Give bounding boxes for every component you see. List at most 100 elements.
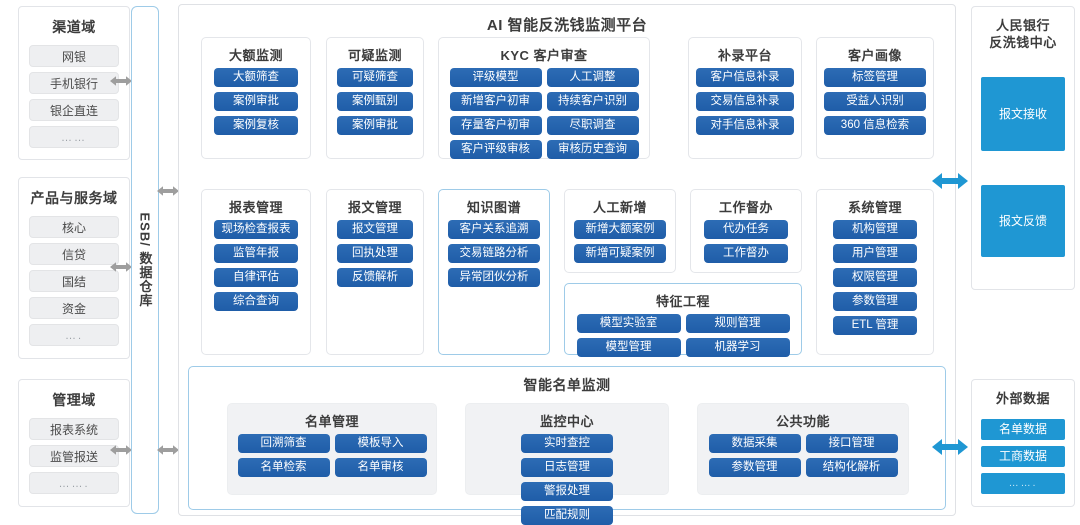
module-title: 报文管理: [347, 200, 402, 215]
domain-item[interactable]: 报表系统: [29, 418, 119, 440]
external-data-item[interactable]: 名单数据: [981, 419, 1065, 440]
module-button[interactable]: 规则管理: [685, 314, 790, 333]
module-button[interactable]: 新增客户初审: [449, 92, 542, 111]
module-button[interactable]: 警报处理: [521, 482, 613, 501]
module-button[interactable]: 代办任务: [704, 220, 788, 239]
module-button[interactable]: 人工调整: [546, 68, 639, 87]
module-button[interactable]: 日志管理: [521, 458, 613, 477]
module-button[interactable]: 尽职调查: [546, 116, 639, 135]
domain-item[interactable]: 信贷: [29, 243, 119, 265]
domain-item[interactable]: 手机银行: [29, 72, 119, 94]
domain-item[interactable]: 监管报送: [29, 445, 119, 467]
domain-title: 产品与服务域: [30, 190, 118, 206]
module-button[interactable]: 受益人识别: [824, 92, 926, 111]
module-button[interactable]: 现场检查报表: [214, 220, 298, 239]
domain-item-more[interactable]: …….: [29, 472, 119, 494]
module-title: 监控中心: [539, 414, 594, 429]
module-title: 人工新增: [592, 200, 647, 215]
module-title: 系统管理: [847, 200, 902, 215]
domain-item-more[interactable]: ….: [29, 324, 119, 346]
module-button[interactable]: 360 信息检索: [824, 116, 926, 135]
module-button[interactable]: 监管年报: [214, 244, 298, 263]
module-title: 大额监测: [228, 48, 283, 63]
domain-item[interactable]: 国结: [29, 270, 119, 292]
module-button[interactable]: 模型实验室: [576, 314, 681, 333]
list-group-title: 智能名单监测: [523, 377, 611, 393]
domain-item[interactable]: 网银: [29, 45, 119, 67]
module-button[interactable]: 综合查询: [214, 292, 298, 311]
module-button[interactable]: 匹配规则: [521, 506, 613, 525]
arrow-product-to-esb: [110, 260, 132, 274]
domain-item[interactable]: 银企直连: [29, 99, 119, 121]
domain-panel-management: 管理域 报表系统 监管报送 …….: [18, 379, 130, 507]
module-button[interactable]: 数据采集: [708, 434, 801, 453]
module-button[interactable]: 客户评级审核: [449, 140, 542, 159]
module-button[interactable]: ETL 管理: [833, 316, 917, 335]
esb-label: ESB/ 数据仓库: [137, 212, 153, 308]
module-feature-engineering: 特征工程 模型实验室 规则管理 模型管理 机器学习: [564, 283, 802, 357]
module-button[interactable]: 案例甄别: [337, 92, 413, 111]
module-title: 客户画像: [847, 48, 902, 63]
module-button[interactable]: 参数管理: [833, 292, 917, 311]
module-button[interactable]: 客户关系追溯: [448, 220, 540, 239]
domain-item[interactable]: 资金: [29, 297, 119, 319]
module-button[interactable]: 审核历史查询: [546, 140, 639, 159]
module-report-management: 报表管理 现场检查报表 监管年报 自律评估 综合查询: [201, 189, 311, 355]
module-button[interactable]: 存量客户初审: [449, 116, 542, 135]
module-button[interactable]: 对手信息补录: [696, 116, 794, 135]
arrow-esb-to-platform-bottom: [157, 443, 179, 457]
module-button[interactable]: 用户管理: [833, 244, 917, 263]
module-button[interactable]: 交易信息补录: [696, 92, 794, 111]
domain-item-more[interactable]: ……: [29, 126, 119, 148]
module-button[interactable]: 参数管理: [708, 458, 801, 477]
domain-title: 渠道域: [52, 19, 96, 35]
module-button[interactable]: 可疑筛查: [337, 68, 413, 87]
module-button[interactable]: 标签管理: [824, 68, 926, 87]
module-kyc-customer-review: KYC 客户审查 评级模型 人工调整 新增客户初审 持续客户识别 存量客户初审 …: [438, 37, 650, 159]
module-button[interactable]: 持续客户识别: [546, 92, 639, 111]
module-button[interactable]: 案例审批: [214, 92, 298, 111]
module-button[interactable]: 模板导入: [334, 434, 427, 453]
module-button[interactable]: 名单审核: [334, 458, 427, 477]
module-button[interactable]: 结构化解析: [805, 458, 898, 477]
module-button[interactable]: 新增大额案例: [574, 220, 666, 239]
domain-title: 管理域: [52, 392, 96, 408]
module-supplementary-platform: 补录平台 客户信息补录 交易信息补录 对手信息补录: [688, 37, 802, 159]
pboc-block-message-feedback[interactable]: 报文反馈: [981, 185, 1065, 257]
module-button[interactable]: 机构管理: [833, 220, 917, 239]
domain-panel-product-service: 产品与服务域 核心 信贷 国结 资金 ….: [18, 177, 130, 359]
module-button[interactable]: 评级模型: [449, 68, 542, 87]
module-title: 报表管理: [228, 200, 283, 215]
external-data-item[interactable]: 工商数据: [981, 446, 1065, 467]
module-button[interactable]: 客户信息补录: [696, 68, 794, 87]
module-button[interactable]: 报文管理: [337, 220, 413, 239]
module-button[interactable]: 大额筛查: [214, 68, 298, 87]
module-button[interactable]: 新增可疑案例: [574, 244, 666, 263]
arrow-esb-to-platform-top: [157, 184, 179, 198]
domain-item[interactable]: 核心: [29, 216, 119, 238]
panel-title-line2: 反洗钱中心: [989, 35, 1057, 50]
module-title: KYC 客户审查: [500, 48, 588, 63]
module-button[interactable]: 接口管理: [805, 434, 898, 453]
module-button[interactable]: 回溯筛查: [237, 434, 330, 453]
module-button[interactable]: 回执处理: [337, 244, 413, 263]
module-button[interactable]: 名单检索: [237, 458, 330, 477]
module-work-supervision: 工作督办 代办任务 工作督办: [690, 189, 802, 273]
module-button[interactable]: 交易链路分析: [448, 244, 540, 263]
module-button[interactable]: 异常团伙分析: [448, 268, 540, 287]
module-button[interactable]: 权限管理: [833, 268, 917, 287]
module-button[interactable]: 反馈解析: [337, 268, 413, 287]
module-button[interactable]: 模型管理: [576, 338, 681, 357]
module-button[interactable]: 自律评估: [214, 268, 298, 287]
module-button[interactable]: 机器学习: [685, 338, 790, 357]
module-list-management: 名单管理 回溯筛查 模板导入 名单检索 名单审核: [227, 403, 437, 495]
arrow-channel-to-esb: [110, 74, 132, 88]
arrow-platform-to-external-data: [932, 438, 968, 455]
external-data-item-more[interactable]: …….: [981, 473, 1065, 494]
module-message-management: 报文管理 报文管理 回执处理 反馈解析: [326, 189, 424, 355]
module-button[interactable]: 案例审批: [337, 116, 413, 135]
module-button[interactable]: 实时查控: [521, 434, 613, 453]
module-button[interactable]: 案例复核: [214, 116, 298, 135]
module-button[interactable]: 工作督办: [704, 244, 788, 263]
pboc-block-message-receive[interactable]: 报文接收: [981, 77, 1065, 151]
